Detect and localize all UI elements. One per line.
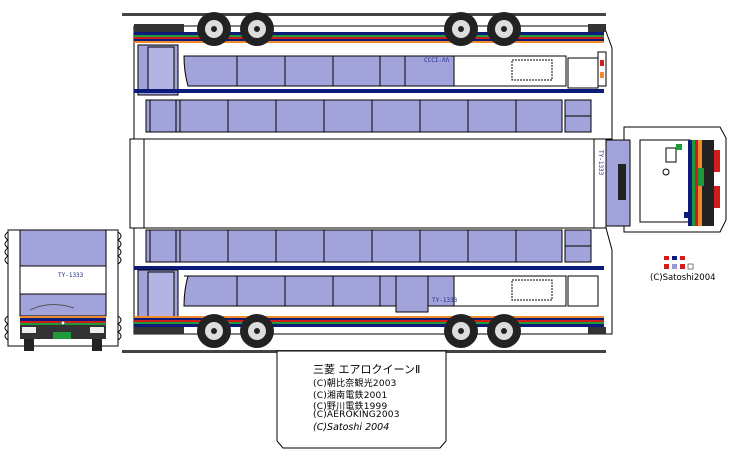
author-signature: (C)Satoshi 2004 (313, 422, 390, 433)
credit-line: (C)湘南電鉄2001 (313, 391, 388, 401)
credit-line: (C)朝比奈観光2003 (313, 379, 397, 389)
roof-panel (129, 138, 607, 229)
title-box-frame (276, 350, 447, 449)
rear-panel (605, 126, 727, 233)
side-panel-bottom (122, 227, 613, 353)
copyright-text: (C)Satoshi2004 (650, 273, 716, 283)
color-chips (664, 256, 694, 270)
model-title: 三菱 エアロクイーンⅡ (313, 363, 421, 376)
front-plate: TY-1333 (58, 272, 84, 279)
rear-plate: TY-1333 (597, 150, 604, 176)
credit-line: (C)野川電鉄1999 (313, 402, 388, 412)
credit-line: (C)AEROKING2003 (313, 410, 400, 420)
side-plate-upper: CCCI-ΛΛ (424, 57, 450, 64)
front-panel (4, 229, 122, 351)
side-panel-top (122, 12, 613, 140)
side-plate-lower: TY-1333 (432, 297, 458, 304)
